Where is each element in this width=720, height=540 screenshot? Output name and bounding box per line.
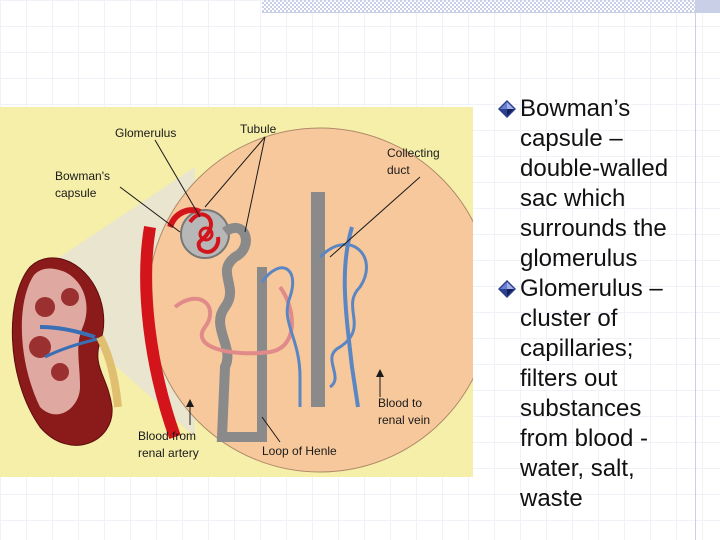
label-blood-from-renal-artery-line1: Blood from bbox=[138, 429, 196, 443]
label-bowmans-capsule-line1: Bowman's bbox=[55, 169, 110, 183]
slide-corner-mark bbox=[696, 0, 720, 12]
bullet-text-line: capillaries; bbox=[520, 335, 634, 362]
bullet-text-line: waste bbox=[520, 485, 583, 512]
bullet-text-line: Bowman’s bbox=[520, 95, 631, 122]
loop-of-henle-path bbox=[215, 222, 267, 442]
slide-right-rule bbox=[695, 0, 696, 540]
bullet-text-line: filters out bbox=[520, 365, 618, 392]
label-glomerulus: Glomerulus bbox=[115, 126, 176, 140]
bullet-list: Bowman’s capsule – double-walled sac whi… bbox=[497, 94, 715, 514]
bullet-text-line: surrounds the bbox=[520, 215, 667, 242]
afferent-artery bbox=[140, 226, 181, 440]
slide-top-rule bbox=[262, 12, 720, 13]
nephron-diagram: Glomerulus Tubule Collecting duct Bowman… bbox=[0, 107, 473, 477]
label-blood-from-renal-artery-line2: renal artery bbox=[138, 446, 199, 460]
bullet-text-line: cluster of bbox=[520, 305, 618, 332]
label-blood-to-renal-vein-line1: Blood to bbox=[378, 396, 422, 410]
label-tubule: Tubule bbox=[240, 122, 277, 136]
bullet-glomerulus: Glomerulus – cluster of capillaries; fil… bbox=[497, 274, 715, 514]
bullet-bowmans-capsule: Bowman’s capsule – double-walled sac whi… bbox=[497, 94, 715, 274]
label-loop-of-henle: Loop of Henle bbox=[262, 444, 337, 458]
label-collecting-duct-line2: duct bbox=[387, 163, 410, 177]
bullet-text-line: from blood - bbox=[520, 425, 649, 452]
bullet-text-line: water, salt, bbox=[520, 455, 635, 482]
kidney-illustration bbox=[11, 257, 122, 446]
diamond-bullet-icon bbox=[498, 280, 516, 298]
venule-path bbox=[342, 226, 360, 408]
diamond-bullet-icon bbox=[498, 100, 516, 118]
slide-top-band bbox=[262, 0, 720, 12]
bullet-text-line: substances bbox=[520, 395, 642, 422]
bullet-text-line: capsule – bbox=[520, 125, 623, 152]
bullet-text-line: glomerulus bbox=[520, 245, 638, 272]
label-bowmans-capsule-line2: capsule bbox=[55, 186, 97, 200]
nephron-diagram-svg: Glomerulus Tubule Collecting duct Bowman… bbox=[11, 122, 473, 473]
label-collecting-duct-line1: Collecting bbox=[387, 146, 440, 160]
bullet-text-line: Glomerulus – bbox=[520, 275, 663, 302]
label-blood-to-renal-vein-line2: renal vein bbox=[378, 413, 430, 427]
bullet-text-line: sac which bbox=[520, 185, 626, 212]
bullet-text-line: double-walled bbox=[520, 155, 669, 182]
